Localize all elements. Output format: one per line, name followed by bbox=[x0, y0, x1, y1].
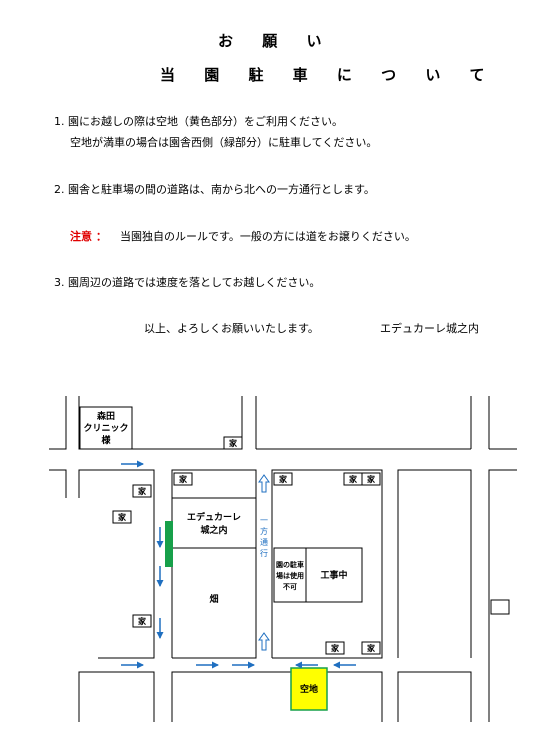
green-parking-area bbox=[165, 521, 173, 567]
house bbox=[325, 641, 345, 655]
field-label: 畑 bbox=[209, 593, 218, 605]
house-label: 家 bbox=[138, 616, 147, 626]
house bbox=[361, 641, 381, 655]
item-2: 2. 園舎と駐車場の間の道路は、南から北への一方通行とします。 bbox=[54, 183, 375, 196]
house bbox=[112, 510, 132, 524]
house-label: 家 bbox=[229, 438, 238, 448]
house-label: 家 bbox=[279, 474, 288, 484]
note-text: 当園独自のルールです。一般の方には道をお譲りください。 bbox=[120, 230, 416, 243]
road-edge bbox=[78, 671, 155, 722]
house-label: 家 bbox=[179, 474, 188, 484]
note-label: 注意 ： bbox=[70, 230, 107, 243]
road-edge bbox=[49, 396, 67, 450]
one-way-char: 行 bbox=[260, 548, 268, 558]
house-label: 家 bbox=[349, 474, 358, 484]
no-parking-label-3: 不可 bbox=[283, 583, 297, 591]
one-way-char: 一 bbox=[260, 516, 268, 525]
arrow-north bbox=[258, 474, 270, 493]
house-label: 家 bbox=[138, 486, 147, 496]
morita-label-2: クリニック bbox=[83, 423, 128, 434]
house-label: 家 bbox=[367, 474, 376, 484]
arrow-north bbox=[258, 632, 270, 651]
construction-site bbox=[305, 547, 363, 603]
house bbox=[173, 472, 193, 486]
road-edge bbox=[397, 469, 472, 658]
road-edge bbox=[488, 469, 517, 722]
house-label: 家 bbox=[367, 643, 376, 653]
one-way-char: 通 bbox=[260, 537, 268, 547]
edu-label-1: エデュカーレ bbox=[187, 511, 241, 523]
morita-label-3: 様 bbox=[101, 434, 111, 446]
house bbox=[361, 472, 381, 486]
house bbox=[273, 472, 293, 486]
closing-text: 以上、よろしくお願いいたします。 bbox=[144, 322, 319, 335]
morita-label-1: 森田 bbox=[97, 410, 115, 422]
road-edge bbox=[78, 396, 243, 450]
edu-label-2: 城之内 bbox=[200, 524, 227, 536]
road-edge bbox=[171, 671, 383, 722]
item-1-line-1: 1. 園にお越しの際は空地（黄色部分）をご利用ください。 bbox=[54, 115, 343, 128]
road-edge bbox=[49, 469, 67, 498]
house-label: 家 bbox=[118, 512, 127, 522]
no-parking-label-1: 園の駐車 bbox=[276, 560, 304, 569]
morita-clinic bbox=[79, 406, 133, 450]
item-3: 3. 園周辺の道路では速度を落としてお越しください。 bbox=[54, 276, 321, 289]
signature: エデュカーレ城之内 bbox=[380, 322, 479, 335]
item-1-line-2: 空地が満車の場合は園舎西側（緑部分）に駐車してください。 bbox=[70, 136, 378, 149]
vacant-lot bbox=[290, 667, 328, 711]
vacant-lot-label: 空地 bbox=[300, 683, 318, 695]
one-way-char: 方 bbox=[260, 526, 268, 536]
small-building bbox=[490, 599, 510, 615]
road-edge bbox=[271, 469, 383, 659]
no-parking-label-2: 場は使用 bbox=[276, 571, 304, 580]
house bbox=[223, 436, 243, 450]
road-edge bbox=[397, 671, 472, 722]
house bbox=[132, 484, 152, 498]
house-label: 家 bbox=[331, 643, 340, 653]
house bbox=[132, 614, 152, 628]
construction-label: 工事中 bbox=[320, 569, 347, 581]
road-edge bbox=[78, 469, 155, 659]
title-parking: 当 園 駐 車 に つ い て bbox=[160, 66, 497, 84]
title-request: お 願 い bbox=[218, 32, 334, 50]
